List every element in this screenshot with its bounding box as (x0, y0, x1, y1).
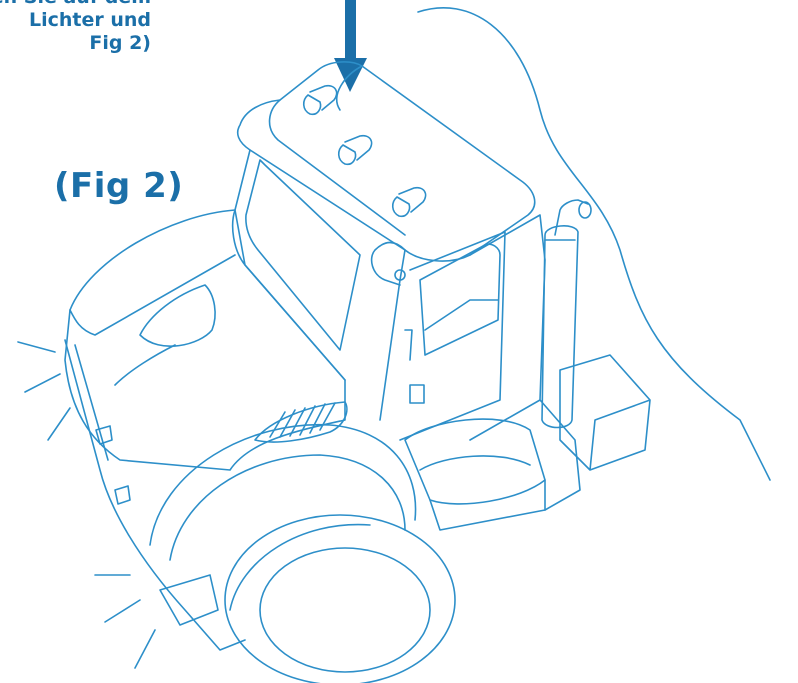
instruction-text: ken Sie auf dem Lichter und Fig 2) (0, 0, 151, 55)
light-switch-icon (302, 84, 338, 116)
exhaust-stack (541, 199, 592, 429)
instruction-line-3: Fig 2) (89, 32, 151, 54)
side-box (559, 354, 651, 471)
light-rays (17, 341, 156, 669)
cab-body (231, 149, 546, 441)
front-wheel (149, 423, 456, 683)
truck-hood (64, 209, 348, 471)
light-switch-icon (337, 134, 373, 166)
instruction-line-1: ken Sie auf dem (0, 0, 151, 9)
light-switch-icon (391, 186, 427, 218)
arrow-down-icon (334, 0, 367, 92)
front-grille (64, 339, 246, 651)
background-outline (417, 7, 771, 481)
chassis (404, 399, 581, 531)
figure-label: (Fig 2) (54, 166, 184, 206)
instruction-line-2: Lichter und (28, 9, 151, 31)
cab-roof (236, 61, 536, 286)
